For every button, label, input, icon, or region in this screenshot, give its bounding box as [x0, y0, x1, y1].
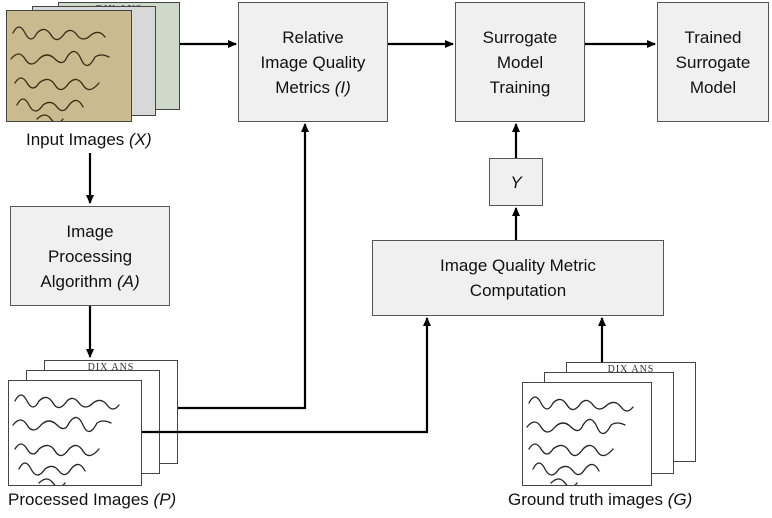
label-processed-images-var: (P): [153, 490, 177, 509]
label-input-images-text: Input Images: [26, 130, 125, 149]
iqm-line1: Image Quality Metric: [440, 256, 596, 275]
handwriting-ground-truth: [526, 396, 634, 485]
trained-line3: Model: [689, 77, 737, 97]
relative-var: (I): [334, 77, 351, 97]
iqm-line2: Computation: [469, 281, 567, 300]
processed-image-front: [8, 380, 142, 486]
arrow-processed-to-relative: [178, 123, 309, 410]
trained-line2: Surrogate: [675, 52, 751, 72]
label-ground-truth-var: (G): [667, 490, 693, 509]
document-header: DIX ANS: [607, 364, 655, 375]
handwriting-input: [10, 26, 110, 121]
box-trained-surrogate-model: Trained Surrogate Model: [657, 2, 769, 122]
document-header: DIX ANS: [87, 362, 135, 373]
handwriting-processed: [12, 394, 120, 485]
box-y: Y: [489, 158, 543, 206]
training-line1: Surrogate: [482, 27, 558, 47]
box-image-processing-algorithm: Image Processing Algorithm (A): [10, 206, 170, 306]
relative-line3: Metrics: [275, 77, 330, 97]
trained-line1: Trained: [684, 27, 742, 47]
label-ground-truth: Ground truth images (G): [508, 490, 692, 510]
training-line3: Training: [489, 77, 551, 97]
arrow-processed-to-iqm: [142, 317, 431, 434]
label-processed-images-text: Processed Images: [8, 490, 149, 509]
processing-line1: Image: [66, 221, 114, 241]
label-input-images: Input Images (X): [26, 130, 152, 150]
box-surrogate-model-training: Surrogate Model Training: [455, 2, 585, 122]
processing-line2: Processing: [47, 246, 133, 266]
label-input-images-var: (X): [129, 130, 152, 149]
processing-line3-wrap: Algorithm (A): [40, 269, 139, 294]
relative-line3-wrap: Metrics (I): [261, 75, 366, 100]
relative-line2: Image Quality: [260, 52, 366, 72]
relative-line1: Relative: [282, 27, 344, 47]
y-label: Y: [510, 172, 522, 192]
box-relative-image-quality-metrics: Relative Image Quality Metrics (I): [238, 2, 388, 122]
label-processed-images: Processed Images (P): [8, 490, 176, 510]
processing-line3: Algorithm: [40, 271, 113, 291]
ground-truth-image-front: [522, 382, 652, 486]
processing-var: (A): [116, 271, 140, 291]
label-ground-truth-text: Ground truth images: [508, 490, 663, 509]
box-image-quality-metric-computation: Image Quality Metric Computation: [372, 240, 664, 316]
training-line2: Model: [496, 52, 544, 72]
input-image-front: [6, 10, 132, 122]
